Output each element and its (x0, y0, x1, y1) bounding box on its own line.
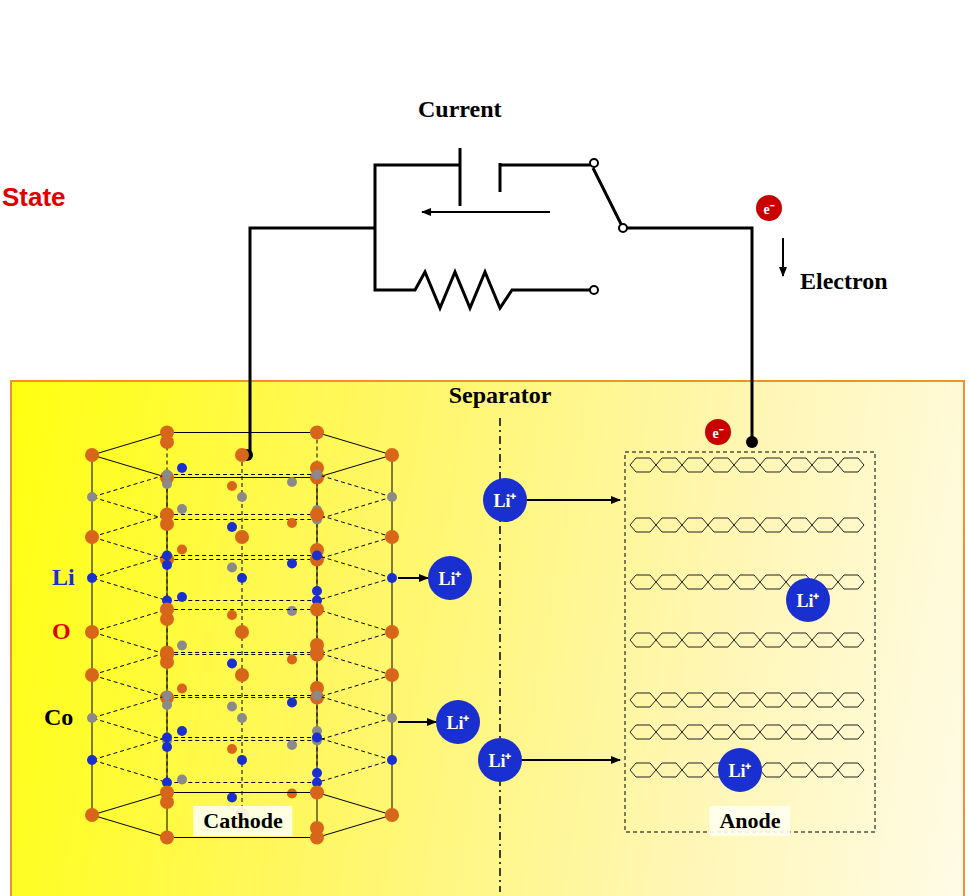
cathode-region: Cathode (88, 440, 398, 840)
ion-symbol: Li⁺ (488, 748, 511, 772)
cathode-crystal (85, 425, 399, 844)
element-label: O (52, 618, 71, 645)
ion-flow-arrow (398, 577, 428, 579)
lithium-ion: Li⁺ (786, 578, 830, 622)
anode-frame (625, 452, 875, 832)
ion-symbol: Li⁺ (438, 566, 461, 590)
element-label: Co (44, 704, 73, 731)
separator-label: Separator (449, 382, 552, 409)
lithium-ion: Li⁺ (428, 556, 472, 600)
circuit-wires (250, 148, 752, 455)
lithium-ion: Li⁺ (436, 700, 480, 744)
ion-flow-arrow (527, 499, 620, 501)
ion-symbol: Li⁺ (796, 588, 819, 612)
cell-background (10, 380, 965, 896)
ion-symbol: e⁻ (712, 423, 723, 442)
ion-symbol: e⁻ (763, 199, 774, 218)
lithium-ion: Li⁺ (718, 748, 762, 792)
lithium-ion: Li⁺ (478, 738, 522, 782)
element-label: Li (52, 564, 75, 591)
graphite-layers (630, 458, 864, 777)
electron-circle: e⁻ (756, 195, 782, 221)
ion-symbol: Li⁺ (728, 758, 751, 782)
electrode-label: Cathode (193, 806, 292, 836)
anode-region: Anode Li⁺ Li⁺ (620, 445, 880, 840)
electron-circle: e⁻ (705, 419, 731, 445)
electron-label: Electron (800, 268, 888, 295)
electrode-label: Anode (709, 806, 790, 836)
electron-arrow (782, 238, 784, 276)
current-label: Current (418, 96, 502, 123)
ion-flow-arrow (398, 721, 436, 723)
current-arrow (422, 211, 550, 213)
ion-symbol: Li⁺ (493, 488, 516, 512)
ion-symbol: Li⁺ (446, 710, 469, 734)
lithium-ion: Li⁺ (483, 478, 527, 522)
state-label: State (2, 182, 66, 213)
ion-flow-arrow (522, 759, 620, 761)
